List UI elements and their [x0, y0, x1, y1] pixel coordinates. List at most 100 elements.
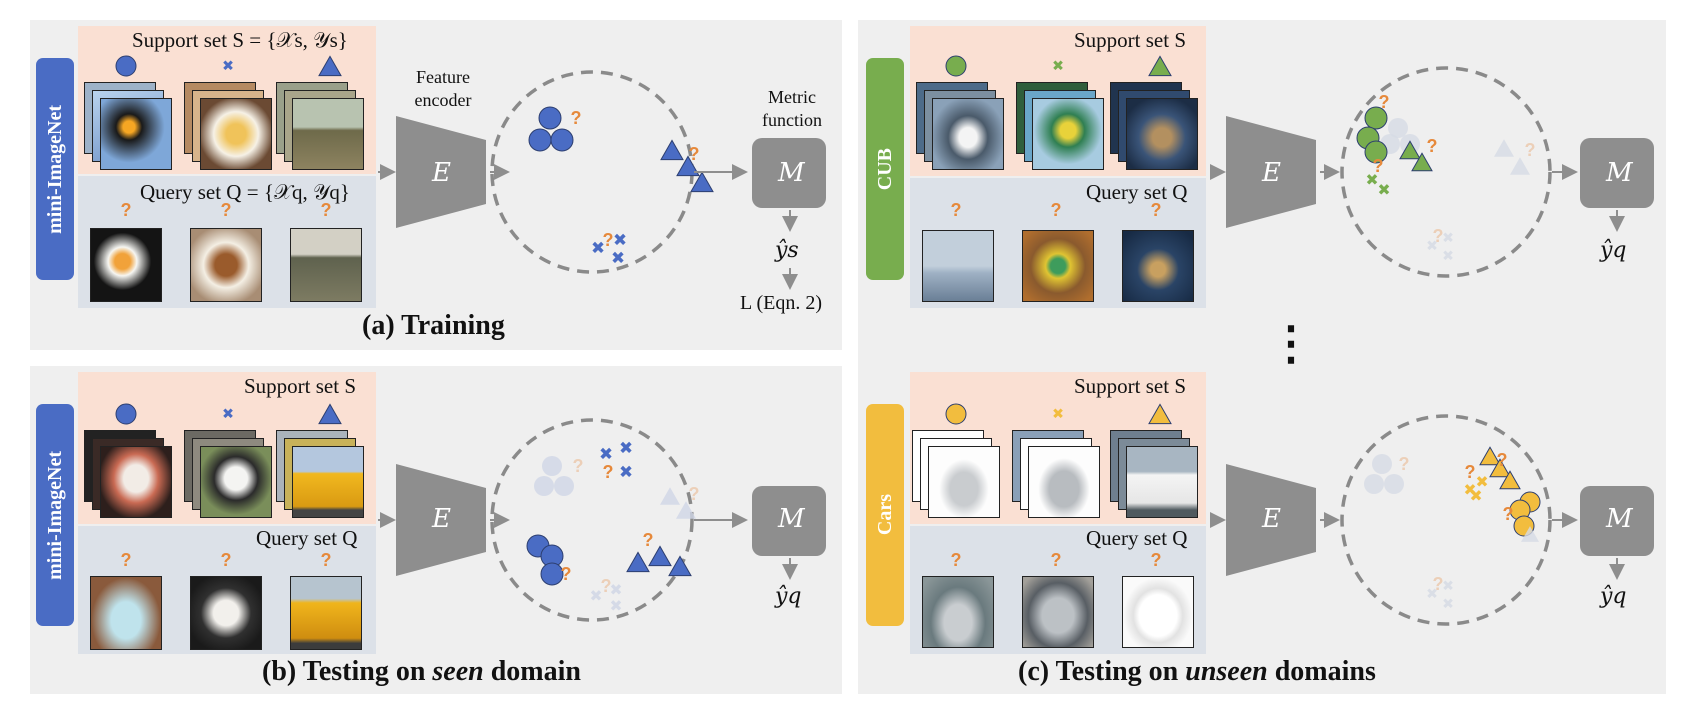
encoder-trapezoid-a [396, 116, 486, 228]
embed-circle-a1 [538, 106, 562, 130]
legend-c-top-cross: ✖ [1052, 59, 1064, 75]
embed-faded-circle-b3 [554, 476, 574, 496]
embed-faded-q-cb1: ? [1399, 454, 1410, 474]
encoder-trapezoid-c-top [1226, 116, 1316, 228]
query-image-toucan [90, 228, 162, 302]
support-set-label-c-top: Support set S [1074, 28, 1187, 52]
embed-circle-ct1 [1364, 106, 1388, 130]
query-mark-ct1: ? [951, 200, 962, 220]
embed-faded-cross-b2: ✖ [609, 581, 622, 599]
embed-q-b2: ? [561, 564, 572, 584]
domain-tab-cub: CUB [866, 58, 904, 280]
metric-box-c-bottom [1580, 486, 1654, 556]
embed-cross-cb3: ✖ [1469, 487, 1482, 505]
embed-q-cb3: ? [1503, 504, 1514, 524]
embed-circle-a2 [528, 128, 552, 152]
legend-b-circle [115, 403, 137, 425]
output-label-c-top: ŷq [1600, 238, 1627, 263]
legend-c-bottom-triangle [1148, 403, 1172, 425]
embed-faded-cross-cb3: ✖ [1442, 597, 1454, 613]
legend-b-triangle [318, 403, 342, 425]
query-mark-ct3: ? [1151, 200, 1162, 220]
embed-faded-circle-cb3 [1384, 474, 1404, 494]
domain-tab-cars: Cars [866, 404, 904, 626]
query-mark-ct2: ? [1051, 200, 1062, 220]
embed-faded-circle-b2 [534, 476, 554, 496]
embed-tri-cb3 [1499, 470, 1521, 490]
embed-faded-q-ct2: ? [1433, 226, 1444, 246]
query-mark-b1: ? [121, 550, 132, 570]
metric-box-a [752, 138, 826, 208]
embedding-space-b [490, 418, 694, 622]
embed-faded-circle-cb2 [1364, 474, 1384, 494]
support-set-label-a: Support set S = {𝒳s, 𝒴s} [132, 28, 348, 52]
embed-faded-q-ct1: ? [1525, 140, 1536, 160]
legend-a-circle [115, 55, 137, 77]
query-image-duck [1122, 230, 1194, 302]
query-image-tank [290, 228, 362, 302]
encoder-trapezoid-b [396, 464, 486, 576]
embed-faded-q-cb2: ? [1433, 574, 1444, 594]
embed-circle-a3 [550, 128, 574, 152]
embed-cross-b1: ✖ [599, 443, 613, 463]
embed-faded-tri-ct2 [1510, 157, 1530, 175]
support-set-label-b: Support set S [244, 374, 357, 398]
embed-q-ct2: ? [1427, 136, 1438, 156]
embed-cross-cb1: ✖ [1463, 481, 1476, 499]
legend-c-bottom-cross: ✖ [1052, 407, 1064, 423]
query-image-suv [1022, 576, 1094, 648]
embed-cross-a1: ✖ [591, 237, 605, 257]
embed-cross-a2: ✖ [613, 229, 627, 249]
embed-q-b3: ? [643, 530, 654, 550]
embed-faded-q-b3: ? [601, 576, 612, 596]
embed-tri-a3 [690, 171, 714, 193]
query-image-van [1122, 576, 1194, 648]
embed-tri-cb1 [1479, 446, 1501, 466]
embed-tri-b3 [668, 555, 692, 577]
legend-a-triangle [318, 55, 342, 77]
domain-tab-mini-imagenet-b: mini-ImageNet [36, 404, 74, 626]
encoder-letter-b: E [432, 504, 451, 534]
metric-letter-a: M [778, 158, 805, 188]
query-image-bus [290, 576, 362, 650]
embed-cross-b3: ✖ [619, 461, 633, 481]
metric-letter-b: M [778, 504, 805, 534]
query-image-green-jay [1022, 230, 1094, 302]
vertical-ellipsis: ⋮ [1268, 318, 1314, 369]
legend-b-cross: ✖ [222, 407, 234, 423]
output-label-b: ŷq [775, 584, 802, 609]
embed-tri-b1 [626, 551, 650, 573]
embed-faded-tri-b1 [660, 487, 680, 505]
query-mark-b3: ? [321, 550, 332, 570]
metric-letter-c-top: M [1606, 158, 1633, 188]
embed-q-ct3: ? [1373, 156, 1384, 176]
query-mark-b2: ? [221, 550, 232, 570]
embed-faded-tri-ct1 [1494, 139, 1514, 157]
embed-q-a1: ? [571, 108, 582, 128]
query-mark-a3: ? [321, 200, 332, 220]
embed-faded-cross-b1: ✖ [589, 587, 602, 605]
embed-q-a3: ? [603, 230, 614, 250]
legend-c-top-circle [945, 55, 967, 77]
embed-faded-cross-cb1: ✖ [1426, 587, 1438, 603]
encoder-letter-a: E [432, 158, 451, 188]
embed-faded-cross-ct2: ✖ [1442, 231, 1454, 247]
embed-faded-cross-ct3: ✖ [1442, 249, 1454, 265]
embed-cross-cb2: ✖ [1475, 473, 1488, 491]
embed-faded-tri-b2 [676, 501, 696, 519]
metric-letter-c-bottom: M [1606, 504, 1633, 534]
metric-box-b [752, 486, 826, 556]
embed-faded-tri-cb1 [1521, 526, 1539, 542]
metric-box-c-top [1580, 138, 1654, 208]
query-image-soup [190, 228, 262, 302]
embed-faded-circle-b1 [542, 456, 562, 476]
embed-faded-q-b2: ? [689, 484, 700, 504]
embed-tri-cb2 [1489, 458, 1511, 478]
embed-q-ct1: ? [1379, 92, 1390, 112]
embed-cross-a3: ✖ [611, 247, 625, 267]
embed-cross-ct2: ✖ [1377, 181, 1390, 199]
query-mark-cb3: ? [1151, 550, 1162, 570]
